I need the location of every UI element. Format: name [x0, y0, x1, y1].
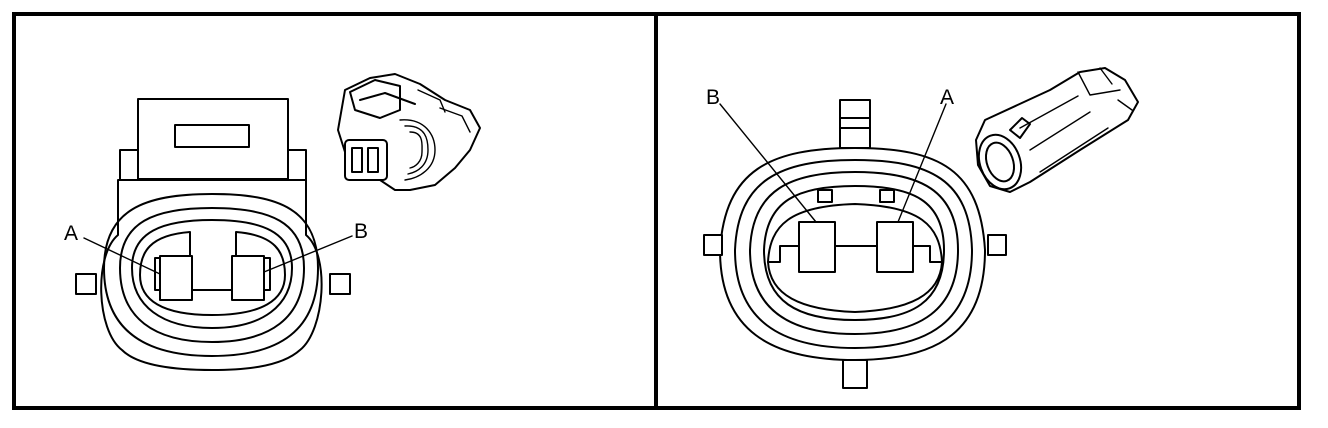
- right-connector-top-key: [839, 99, 871, 149]
- left-connector-face: [75, 179, 351, 371]
- left-pin-a: [159, 255, 193, 301]
- left-leader-a: [83, 237, 161, 275]
- left-pin-b: [231, 255, 265, 301]
- left-leader-b: [263, 235, 353, 273]
- right-pin-a: [876, 221, 914, 273]
- left-label-b: B: [354, 220, 368, 243]
- left-label-a: A: [64, 222, 78, 245]
- left-panel: A B: [64, 73, 481, 371]
- right-pin-b: [798, 221, 836, 273]
- right-connector-perspective-illustration: [975, 67, 1139, 193]
- right-panel: B A: [703, 67, 1139, 389]
- right-leader-a: [897, 103, 947, 223]
- right-label-b: B: [706, 86, 720, 109]
- right-connector-face: [703, 147, 1007, 361]
- right-connector-bottom-key: [842, 359, 868, 389]
- left-connector-perspective-illustration: [337, 73, 481, 191]
- right-label-a: A: [940, 86, 954, 109]
- right-leader-b: [719, 103, 817, 223]
